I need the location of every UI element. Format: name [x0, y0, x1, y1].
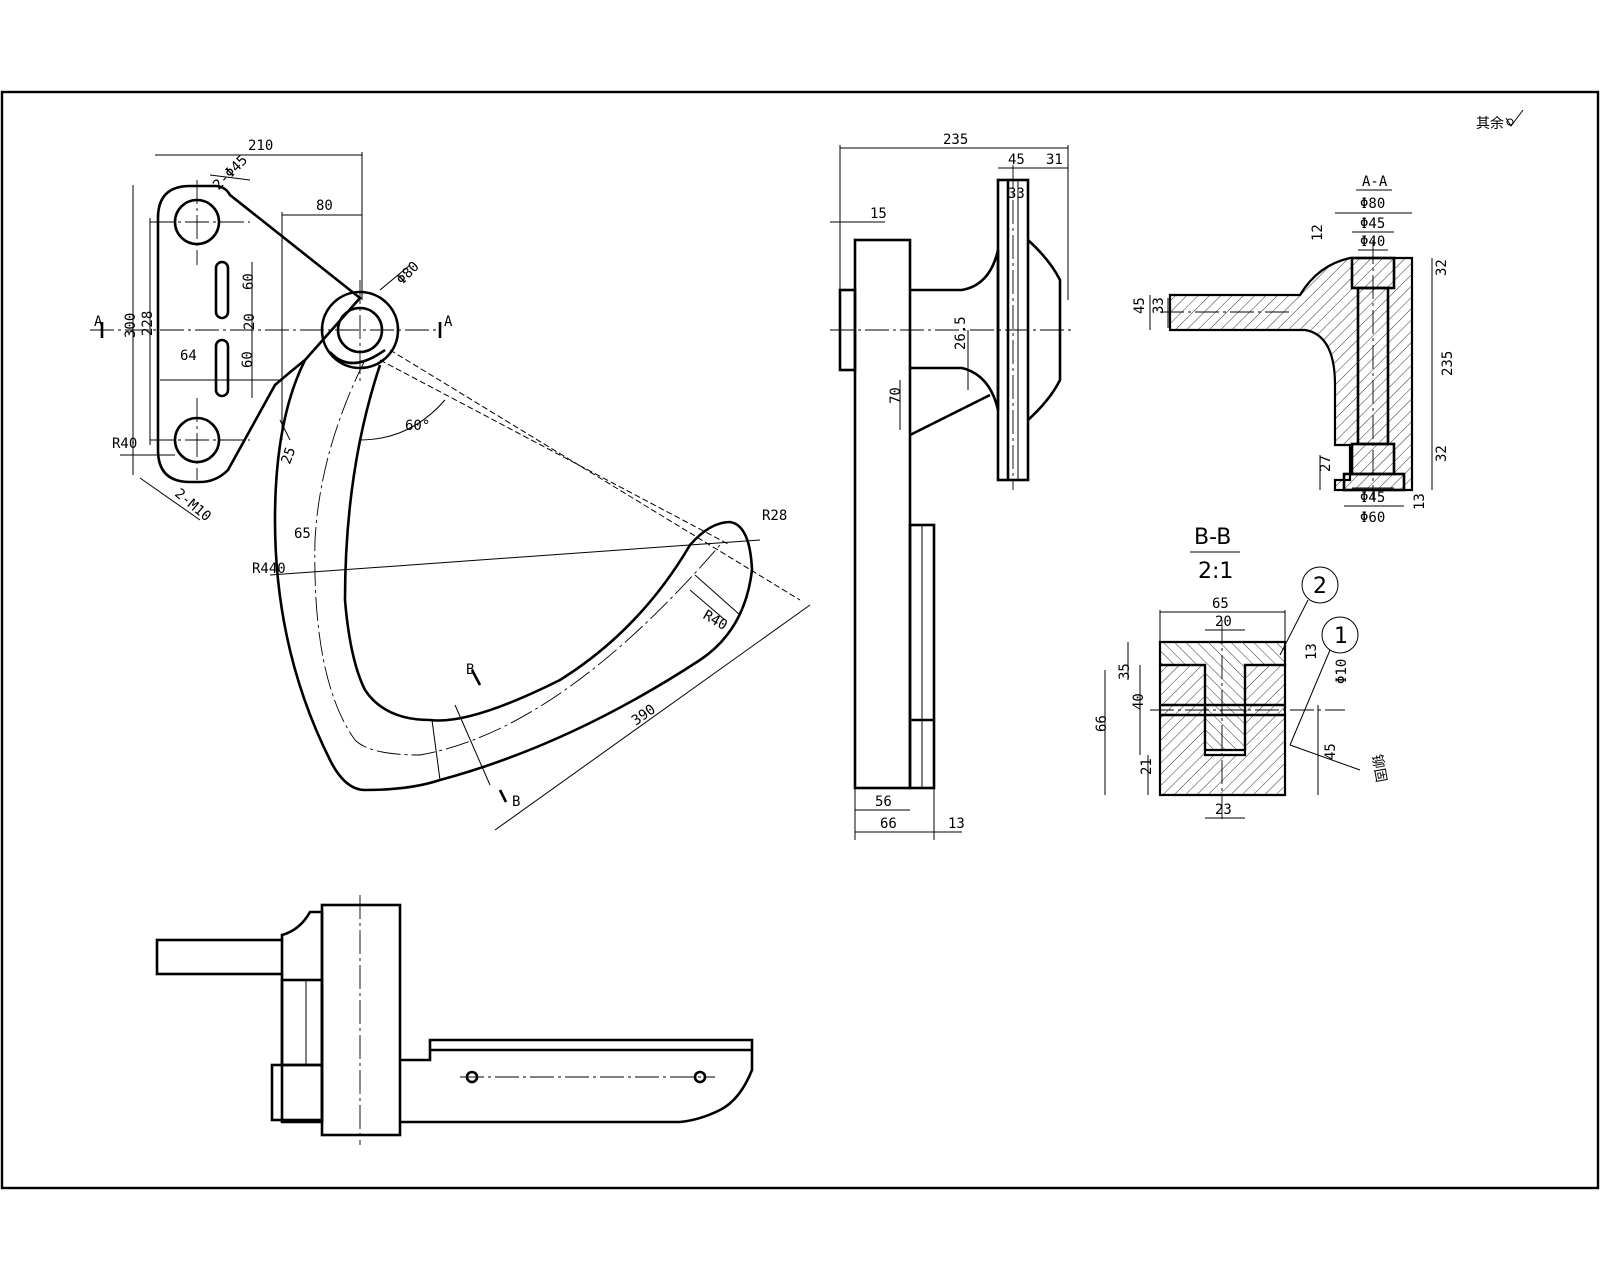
svg-text:64: 64	[180, 348, 197, 364]
svg-text:80: 80	[316, 198, 333, 214]
svg-text:20: 20	[242, 313, 258, 330]
section-b-b-scale: 2:1	[1198, 559, 1233, 584]
svg-text:15: 15	[870, 206, 887, 222]
svg-text:31: 31	[1046, 152, 1063, 168]
top-pin-1	[465, 1070, 479, 1084]
section-a-a: A-A Φ80 Φ45 Φ40 12 45 33 32 235 32 27 Φ4…	[1132, 174, 1456, 526]
svg-text:13: 13	[948, 816, 965, 832]
section-b-b-title: B-B	[1194, 525, 1231, 550]
svg-text:Φ10: Φ10	[1334, 659, 1350, 684]
svg-text:45: 45	[1323, 743, 1339, 760]
svg-text:26.5: 26.5	[953, 316, 969, 350]
svg-text:20: 20	[1215, 614, 1232, 630]
svg-text:Φ40: Φ40	[1360, 234, 1385, 250]
svg-text:65: 65	[1212, 596, 1229, 612]
svg-text:235: 235	[1440, 351, 1456, 376]
roughness-note: 其余	[1476, 109, 1524, 132]
svg-text:300: 300	[123, 313, 139, 338]
top-shaft	[155, 938, 284, 976]
curved-arm-outline	[273, 359, 754, 792]
svg-text:1: 1	[1334, 624, 1348, 649]
section-a-a-title: A-A	[1362, 174, 1388, 190]
svg-text:65: 65	[294, 526, 311, 542]
svg-text:60: 60	[240, 351, 256, 368]
front-view: 210 80 2-Φ45 Φ80 300 228 60 20 60 64 R40…	[90, 138, 811, 831]
svg-text:Φ45: Φ45	[1360, 216, 1385, 232]
svg-text:R28: R28	[762, 508, 787, 524]
svg-text:2-Φ45: 2-Φ45	[210, 152, 251, 193]
svg-text:R40: R40	[112, 436, 137, 452]
drawing-frame	[0, 90, 1600, 1190]
svg-text:60°: 60°	[405, 418, 430, 434]
svg-text:70: 70	[888, 387, 904, 404]
svg-text:32: 32	[1434, 445, 1450, 462]
svg-text:R40: R40	[700, 607, 730, 634]
balloon-2	[1301, 566, 1339, 604]
svg-text:32: 32	[1434, 259, 1450, 276]
upper-slot	[214, 260, 230, 320]
section-b-b-part-1	[1158, 663, 1287, 797]
triangular-plate-outline	[156, 184, 362, 484]
svg-text:60: 60	[241, 273, 257, 290]
svg-text:35: 35	[1117, 663, 1133, 680]
svg-text:45: 45	[1008, 152, 1025, 168]
svg-text:其余: 其余	[1476, 115, 1504, 132]
top-arm	[400, 1038, 754, 1124]
svg-text:13: 13	[1304, 643, 1320, 660]
svg-text:12: 12	[1310, 224, 1326, 241]
svg-text:2-M10: 2-M10	[171, 486, 214, 525]
svg-text:235: 235	[943, 132, 968, 148]
side-view: 235 45 31 33 15 26.5 70 56 66 13	[830, 132, 1075, 840]
svg-text:210: 210	[248, 138, 273, 154]
top-view	[155, 895, 754, 1145]
svg-text:Φ45: Φ45	[1360, 490, 1385, 506]
svg-text:23: 23	[1215, 802, 1232, 818]
svg-text:390: 390	[629, 702, 659, 730]
section-a-a-body	[1168, 256, 1414, 492]
svg-text:66: 66	[880, 816, 897, 832]
svg-text:B: B	[466, 662, 474, 678]
svg-text:Φ80: Φ80	[394, 259, 423, 288]
svg-text:33: 33	[1151, 297, 1167, 314]
svg-text:228: 228	[140, 311, 156, 336]
svg-text:B: B	[512, 794, 520, 810]
side-main-bar	[853, 238, 912, 790]
svg-text:56: 56	[875, 794, 892, 810]
lower-slot	[214, 338, 230, 398]
section-b-b: B-B 2:1 2 1 65 20 13 Φ10 35 40	[1094, 525, 1389, 820]
svg-text:R440: R440	[252, 561, 286, 577]
svg-text:27: 27	[1318, 455, 1334, 472]
svg-text:Φ80: Φ80	[1360, 196, 1385, 212]
svg-text:45: 45	[1132, 297, 1148, 314]
svg-text:A: A	[444, 314, 453, 330]
svg-text:25: 25	[278, 445, 299, 466]
svg-text:Φ60: Φ60	[1360, 510, 1385, 526]
svg-text:40: 40	[1131, 693, 1147, 710]
svg-text:66: 66	[1094, 715, 1110, 732]
svg-text:21: 21	[1139, 758, 1155, 775]
top-pin-2	[693, 1070, 707, 1084]
svg-text:A: A	[94, 314, 103, 330]
top-boss	[320, 903, 402, 1137]
balloon-1	[1321, 616, 1359, 654]
svg-text:13: 13	[1412, 493, 1428, 510]
riveting-note: 铆固	[1368, 753, 1389, 783]
svg-text:33: 33	[1008, 186, 1025, 202]
svg-text:2: 2	[1313, 574, 1327, 599]
